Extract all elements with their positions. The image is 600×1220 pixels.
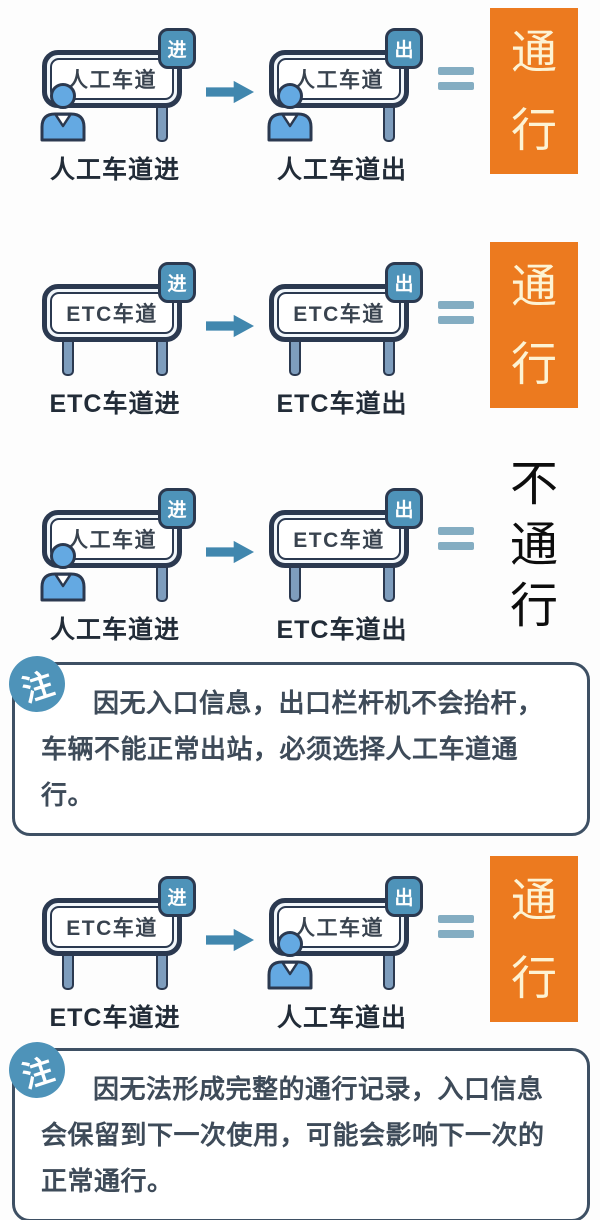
entry-sign-label: 人工车道进 [49,616,180,644]
sign-board: ETC车道 [269,284,409,342]
scenario-row-1: 人工车道 进 人工车道进 人工车道 出 [0,8,600,198]
result-pass-badge: 通行 [490,856,578,1022]
result-pass-badge: 通行 [490,8,578,174]
sign-leg [156,952,168,990]
exit-sign-group: 人工车道 出 人工车道出 [262,876,423,1034]
lane-sign-text: ETC车道 [50,292,174,334]
entry-badge: 进 [158,28,196,69]
exit-badge: 出 [385,28,423,69]
entry-sign-group: 人工车道 进 人工车道进 [35,28,196,186]
note-text: 因无法形成完整的通行记录，入口信息会保留到下一次使用，可能会影响下一次的正常通行… [41,1074,545,1196]
lane-sign-text: ETC车道 [50,906,174,948]
sign-leg [383,338,395,376]
person-icon [40,83,86,142]
exit-sign-label: ETC车道出 [276,616,408,644]
toll-sign: 人工车道 进 [40,488,196,602]
sign-leg [383,564,395,602]
exit-sign-group: ETC车道 出 ETC车道出 [262,488,423,646]
toll-sign: ETC车道 出 [267,262,423,376]
toll-sign: 人工车道 出 [267,876,423,990]
sign-leg [289,338,301,376]
arrow-right-icon [206,928,254,952]
sign-leg [156,104,168,142]
toll-sign: ETC车道 出 [267,488,423,602]
result-text: 不通行 [510,458,559,633]
exit-sign-label: 人工车道出 [276,1004,407,1032]
entry-sign-label: ETC车道进 [49,1004,181,1032]
sign-leg [383,952,395,990]
result-text: 通行 [511,874,557,1004]
exit-badge: 出 [385,488,423,529]
equals-icon [438,294,474,331]
entry-badge: 进 [158,262,196,303]
entry-badge: 进 [158,488,196,529]
sign-leg [62,952,74,990]
entry-badge: 进 [158,876,196,917]
scenario-row-2: ETC车道 进 ETC车道进 ETC车道 出 ETC车道出 [0,242,600,432]
entry-sign-group: 人工车道 进 人工车道进 [35,488,196,646]
exit-sign-group: 人工车道 出 人工车道出 [262,28,423,186]
note-text: 因无入口信息，出口栏杆机不会抬杆，车辆不能正常出站，必须选择人工车道通行。 [41,688,544,810]
exit-badge: 出 [385,262,423,303]
lane-sign-text: ETC车道 [277,518,401,560]
equals-icon [438,520,474,557]
scenario-row-4: ETC车道 进 ETC车道进 人工车道 出 [0,856,600,1046]
toll-sign: ETC车道 进 [40,262,196,376]
person-icon [40,543,86,602]
result-pass-badge: 通行 [490,242,578,408]
entry-sign-group: ETC车道 进 ETC车道进 [35,876,196,1034]
scenario-row-3: 人工车道 进 人工车道进 ETC车道 出 [0,458,600,658]
exit-sign-label: 人工车道出 [276,156,407,184]
result-no-pass-text: 不通行 [492,454,576,637]
entry-sign-group: ETC车道 进 ETC车道进 [35,262,196,420]
arrow-right-icon [206,540,254,564]
arrow-right-icon [206,314,254,338]
note-box-2: 注 因无法形成完整的通行记录，入口信息会保留到下一次使用，可能会影响下一次的正常… [1,1034,590,1220]
lane-sign-text: 人工车道 [277,906,401,948]
note-box-1: 注 因无入口信息，出口栏杆机不会抬杆，车辆不能正常出站，必须选择人工车道通行。 [1,648,590,836]
sign-leg [383,104,395,142]
arrow-right-icon [206,80,254,104]
equals-icon [438,908,474,945]
sign-leg [289,564,301,602]
sign-leg [156,564,168,602]
sign-leg [156,338,168,376]
sign-leg [62,338,74,376]
person-icon [267,83,313,142]
exit-sign-group: ETC车道 出 ETC车道出 [262,262,423,420]
toll-sign: 人工车道 进 [40,28,196,142]
equals-icon [438,60,474,97]
exit-sign-label: ETC车道出 [276,390,408,418]
result-text: 通行 [511,26,557,156]
exit-badge: 出 [385,876,423,917]
toll-sign: 人工车道 出 [267,28,423,142]
toll-sign: ETC车道 进 [40,876,196,990]
result-text: 通行 [511,260,557,390]
entry-sign-label: 人工车道进 [49,156,180,184]
entry-sign-label: ETC车道进 [49,390,181,418]
lane-sign-text: ETC车道 [277,292,401,334]
person-icon [267,931,313,990]
